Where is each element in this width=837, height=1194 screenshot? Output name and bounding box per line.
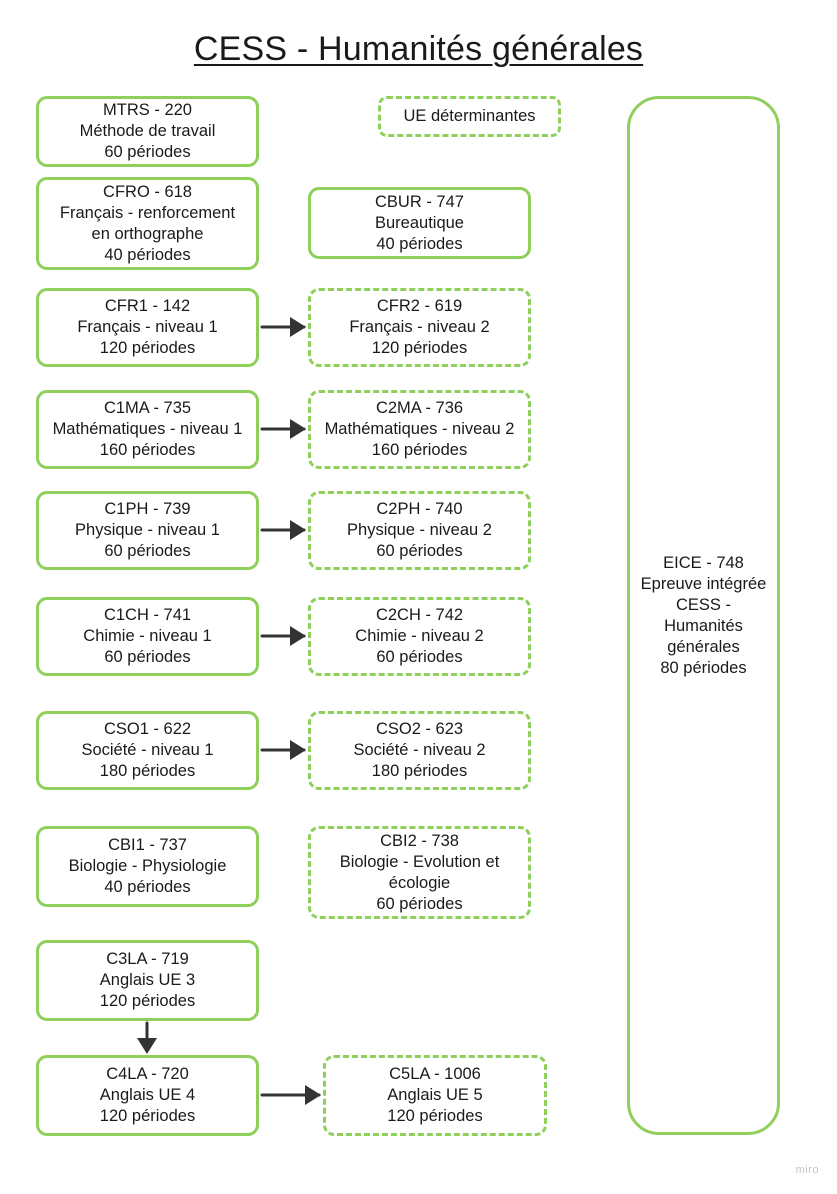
ue-code: C3LA - 719 xyxy=(106,950,189,968)
ue-box-c1ma[interactable]: C1MA - 735 Mathématiques - niveau 1 160 … xyxy=(36,390,259,469)
ue-name: Chimie - niveau 1 xyxy=(83,627,212,645)
ue-periods: 60 périodes xyxy=(376,648,463,666)
ue-periods: 120 périodes xyxy=(371,339,468,357)
ue-periods: 40 périodes xyxy=(104,245,191,264)
ue-code: EICE - 748 xyxy=(663,553,744,572)
ue-name: Mathématiques - niveau 1 xyxy=(52,420,243,438)
arrowhead-cfr2 xyxy=(290,317,306,337)
ue-periods: 120 périodes xyxy=(99,992,196,1010)
ue-name-line-3: Humanités xyxy=(664,616,743,635)
ue-name: Biologie - Physiologie xyxy=(68,857,227,875)
ue-name: Physique - niveau 1 xyxy=(75,521,220,539)
ue-name: Société - niveau 2 xyxy=(353,741,486,759)
ue-name: Français - niveau 2 xyxy=(349,318,490,336)
ue-name: Méthode de travail xyxy=(79,122,216,140)
ue-periods: 60 périodes xyxy=(104,648,191,666)
ue-periods: 60 périodes xyxy=(376,542,463,560)
ue-box-cbur[interactable]: CBUR - 747 Bureautique 40 périodes xyxy=(308,187,531,259)
ue-name: Anglais UE 4 xyxy=(99,1086,196,1104)
ue-periods: 80 périodes xyxy=(660,658,747,677)
ue-periods: 160 périodes xyxy=(371,441,468,459)
ue-periods: 160 périodes xyxy=(99,441,196,459)
ue-box-cfr2[interactable]: CFR2 - 619 Français - niveau 2 120 pério… xyxy=(308,288,531,367)
arrowhead-c4la xyxy=(137,1038,157,1054)
ue-code: C4LA - 720 xyxy=(106,1065,189,1083)
ue-code: C1CH - 741 xyxy=(103,606,192,624)
ue-box-cfr1[interactable]: CFR1 - 142 Français - niveau 1 120 pério… xyxy=(36,288,259,367)
ue-code: CFRO - 618 xyxy=(103,182,192,201)
ue-box-cbi2[interactable]: CBI2 - 738 Biologie - Evolution et écolo… xyxy=(308,826,531,919)
arrowhead-c2ph xyxy=(290,520,306,540)
ue-code: CFR1 - 142 xyxy=(104,297,191,315)
ue-box-cso2[interactable]: CSO2 - 623 Société - niveau 2 180 périod… xyxy=(308,711,531,790)
ue-box-c2ch[interactable]: C2CH - 742 Chimie - niveau 2 60 périodes xyxy=(308,597,531,676)
ue-code: CBUR - 747 xyxy=(375,192,464,211)
ue-box-c2ph[interactable]: C2PH - 740 Physique - niveau 2 60 périod… xyxy=(308,491,531,570)
ue-code: CSO1 - 622 xyxy=(103,720,192,738)
ue-box-c2ma[interactable]: C2MA - 736 Mathématiques - niveau 2 160 … xyxy=(308,390,531,469)
ue-box-c4la[interactable]: C4LA - 720 Anglais UE 4 120 périodes xyxy=(36,1055,259,1136)
ue-code: C2PH - 740 xyxy=(376,500,463,518)
ue-name: Français - niveau 1 xyxy=(77,318,218,336)
ue-name: Français - renforcement en orthographe xyxy=(59,203,236,243)
ue-name-line-1: Epreuve intégrée xyxy=(640,574,767,593)
ue-code: C5LA - 1006 xyxy=(389,1065,481,1083)
ue-periods: 120 périodes xyxy=(387,1107,483,1125)
ue-periods: 60 périodes xyxy=(104,542,191,560)
arrowhead-cso2 xyxy=(290,740,306,760)
ue-periods: 60 périodes xyxy=(376,894,463,913)
ue-box-c1ch[interactable]: C1CH - 741 Chimie - niveau 1 60 périodes xyxy=(36,597,259,676)
legend-label: UE déterminantes xyxy=(403,107,536,125)
arrowhead-c5la xyxy=(305,1085,321,1105)
ue-code: C1PH - 739 xyxy=(104,500,191,518)
ue-code: MTRS - 220 xyxy=(103,101,192,119)
ue-box-c1ph[interactable]: C1PH - 739 Physique - niveau 1 60 périod… xyxy=(36,491,259,570)
ue-periods: 180 périodes xyxy=(371,762,468,780)
ue-code: C1MA - 735 xyxy=(103,399,192,417)
ue-name-line-4: générales xyxy=(667,637,740,656)
ue-box-cbi1[interactable]: CBI1 - 737 Biologie - Physiologie 40 pér… xyxy=(36,826,259,907)
miro-watermark: miro xyxy=(795,1164,819,1176)
ue-box-cso1[interactable]: CSO1 - 622 Société - niveau 1 180 périod… xyxy=(36,711,259,790)
ue-name: Anglais UE 5 xyxy=(387,1086,483,1104)
ue-periods: 180 périodes xyxy=(99,762,196,780)
ue-box-mtrs[interactable]: MTRS - 220 Méthode de travail 60 période… xyxy=(36,96,259,167)
ue-name: Chimie - niveau 2 xyxy=(355,627,484,645)
ue-periods: 60 périodes xyxy=(104,143,191,161)
ue-name: Biologie - Evolution et écologie xyxy=(339,852,500,892)
ue-code: C2CH - 742 xyxy=(375,606,464,624)
ue-code: CFR2 - 619 xyxy=(376,297,463,315)
ue-name: Physique - niveau 2 xyxy=(347,521,492,539)
ue-box-cfro[interactable]: CFRO - 618 Français - renforcement en or… xyxy=(36,177,259,270)
ue-code: CSO2 - 623 xyxy=(375,720,464,738)
ue-periods: 120 périodes xyxy=(99,339,196,357)
diagram-title: CESS - Humanités générales xyxy=(193,30,644,68)
ue-name: Société - niveau 1 xyxy=(81,741,214,759)
ue-code: C2MA - 736 xyxy=(375,399,464,417)
ue-box-eice[interactable]: EICE - 748 Epreuve intégrée CESS - Human… xyxy=(627,96,780,1135)
arrowhead-c2ma xyxy=(290,419,306,439)
ue-name: Bureautique xyxy=(375,213,464,232)
ue-box-c5la[interactable]: C5LA - 1006 Anglais UE 5 120 périodes xyxy=(323,1055,547,1136)
ue-name: Mathématiques - niveau 2 xyxy=(324,420,515,438)
ue-name: Anglais UE 3 xyxy=(99,971,196,989)
ue-code: CBI1 - 737 xyxy=(108,836,187,854)
ue-box-c3la[interactable]: C3LA - 719 Anglais UE 3 120 périodes xyxy=(36,940,259,1021)
ue-periods: 120 périodes xyxy=(99,1107,196,1125)
ue-name-line-2: CESS - xyxy=(675,595,731,614)
ue-periods: 40 périodes xyxy=(104,878,191,896)
legend-determinant-ue: UE déterminantes xyxy=(378,96,561,137)
arrowhead-c2ch xyxy=(290,626,306,646)
ue-periods: 40 périodes xyxy=(376,234,463,253)
ue-code: CBI2 - 738 xyxy=(380,831,459,850)
